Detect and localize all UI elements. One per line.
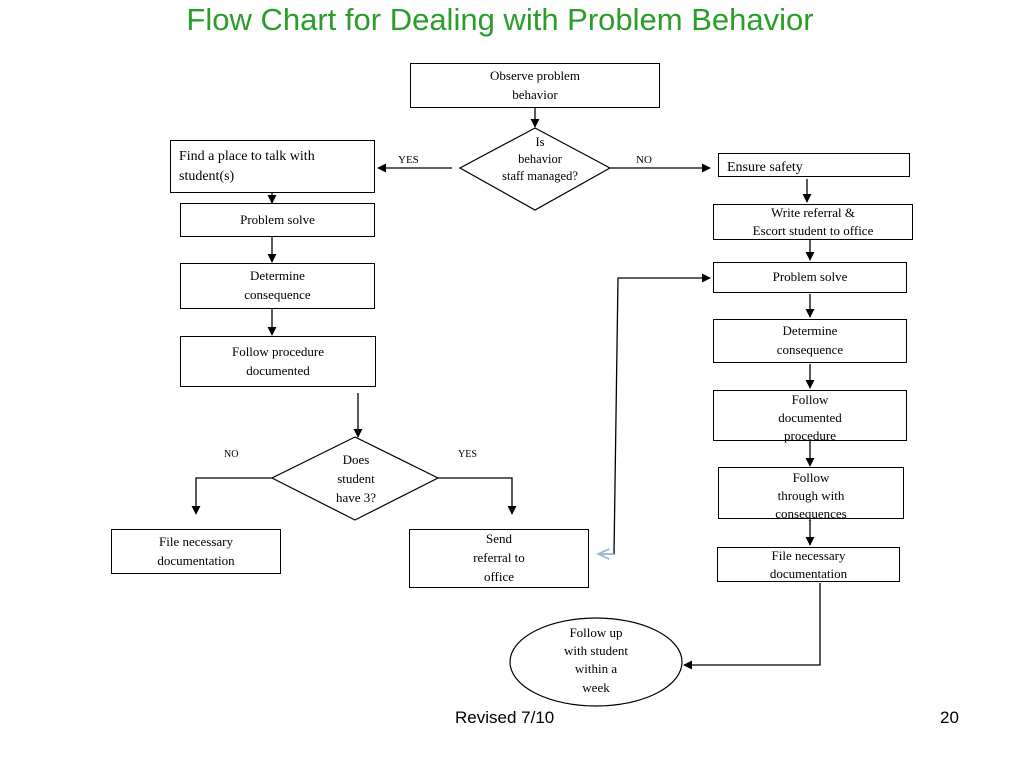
left-determine-consequence-box: Determine consequence	[180, 263, 375, 309]
find-place-box: Find a place to talk with student(s)	[170, 140, 375, 193]
page-number: 20	[940, 708, 959, 727]
left-file-documentation-box: File necessary documentation	[111, 529, 281, 574]
decision-has-three: Does student have 3?	[335, 452, 377, 505]
decision-staff-managed: Is behavior staff managed?	[502, 135, 578, 183]
edge-file-followup	[683, 583, 821, 670]
edge-label-no-2: NO	[224, 449, 239, 460]
edge-decision2-no	[191, 477, 272, 515]
decision-staff-managed-shape	[458, 127, 612, 211]
right-determine-consequence-box: Determine consequence	[713, 319, 907, 363]
revised-date: Revised 7/10	[455, 708, 555, 727]
right-problem-solve-box: Problem solve	[713, 262, 907, 293]
right-follow-through-box: Follow through with consequences	[718, 467, 904, 521]
decision-has-three-shape	[270, 436, 440, 521]
write-referral-box: Write referral & Escort student to offic…	[713, 204, 913, 240]
edge-label-no-1: NO	[636, 154, 652, 166]
observe-box: Observe problem behavior	[410, 63, 660, 108]
follow-up-ellipse: Follow up with student within a week	[564, 625, 628, 695]
right-follow-documented-box: Follow documented procedure	[713, 390, 907, 443]
edge-label-yes-2: YES	[458, 449, 477, 460]
edge-referral-loop	[600, 273, 711, 555]
left-follow-procedure-box: Follow procedure documented	[180, 336, 376, 387]
right-file-documentation-box: File necessary documentation	[717, 547, 900, 582]
edge-decision2-yes	[438, 477, 517, 515]
slide-title: Flow Chart for Dealing with Problem Beha…	[186, 2, 814, 37]
edge-label-yes-1: YES	[398, 154, 419, 166]
ensure-safety-box: Ensure safety	[718, 153, 910, 177]
send-referral-box: Send referral to office	[409, 529, 589, 588]
left-problem-solve-box: Problem solve	[180, 203, 375, 237]
follow-up-ellipse-shape	[509, 617, 683, 707]
